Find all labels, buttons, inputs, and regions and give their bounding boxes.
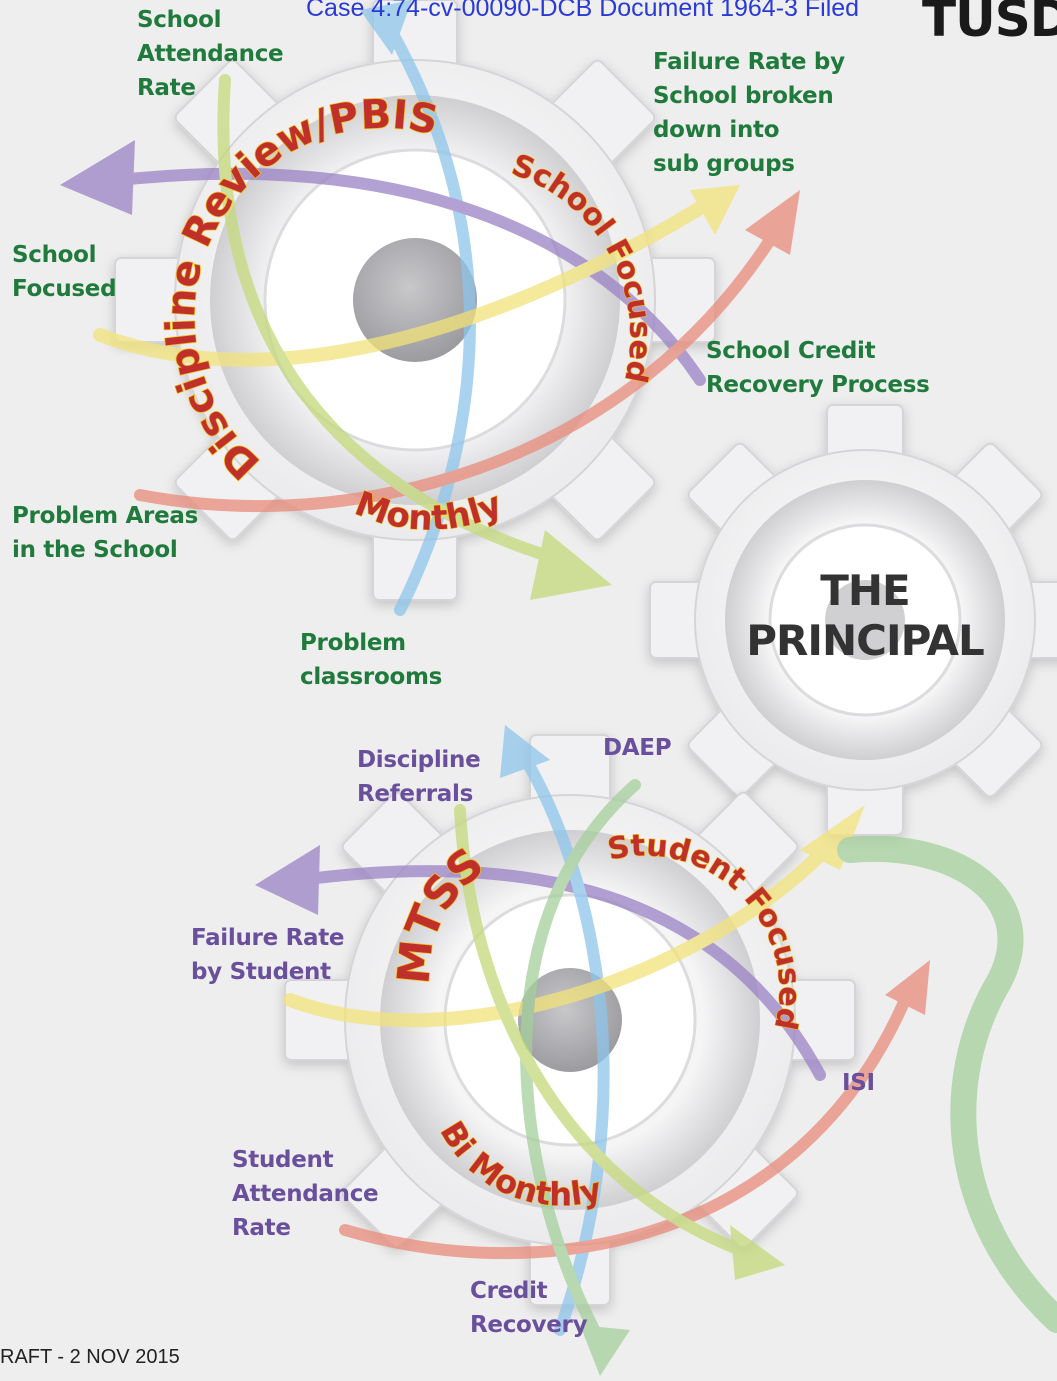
arrow-blue-bottom: [514, 744, 610, 1336]
label-daep: DAEP: [603, 735, 672, 761]
label-discipline-referrals: Discipline Referrals: [357, 747, 481, 807]
label-student-attendance-rate: Student Attendance Rate: [232, 1147, 379, 1241]
label-credit-recovery: Credit Recovery: [470, 1278, 588, 1338]
arrow-yellow-bottom: [283, 838, 837, 1028]
arrow-purple-bottom: [294, 864, 826, 1081]
arrow-yellow-bottom-head: [800, 805, 865, 870]
arrow-red-top: [134, 234, 776, 513]
arrow-blue-top: [379, 14, 476, 616]
arrow-purple-top-head: [60, 140, 135, 215]
arrow-lime-top: [217, 74, 566, 566]
case-header: Case 4:74-cv-00090-DCB Document 1964-3 F…: [306, 0, 860, 22]
arrow-lime-top-head: [530, 530, 612, 600]
arrow-lime-bottom: [454, 804, 746, 1256]
arrow-red-bottom: [339, 994, 911, 1260]
arrow-purple-top: [114, 167, 706, 386]
label-school-focused: School Focused: [12, 242, 117, 302]
arrow-yellow-top: [93, 198, 712, 367]
arrow-blue-bottom-head: [500, 725, 550, 778]
principal-gear: [649, 404, 1057, 836]
arrow-green-bottom-head: [580, 1325, 630, 1376]
top-gear-arrows: [60, 0, 800, 616]
arrow-purple-bottom-head: [255, 845, 320, 915]
label-problem-classrooms: Problem classrooms: [300, 630, 443, 690]
org-logo-text: TUSD: [922, 0, 1057, 48]
principal-label: THE PRINCIPAL: [735, 566, 995, 666]
arrow-red-top-head: [745, 190, 800, 255]
arrow-red-bottom-head: [885, 960, 930, 1015]
arrow-blue-top-head: [360, 0, 412, 55]
label-failure-rate-by-school: Failure Rate by School broken down into …: [653, 49, 845, 177]
arrow-green-big: [837, 835, 1057, 1333]
label-problem-areas: Problem Areas in the School: [12, 503, 198, 563]
label-failure-rate-by-student: Failure Rate by Student: [191, 925, 345, 985]
label-school-credit-recovery: School Credit Recovery Process: [706, 338, 930, 398]
label-isi: ISI: [842, 1070, 875, 1096]
principal-line-1: THE: [820, 566, 911, 615]
arrow-lime-bottom-head: [730, 1225, 785, 1280]
draft-footer: RAFT - 2 NOV 2015: [0, 1346, 180, 1368]
principal-line-2: PRINCIPAL: [746, 616, 985, 665]
label-school-attendance-rate: School Attendance Rate: [137, 7, 284, 101]
arrow-yellow-top-head: [690, 185, 740, 235]
bottom-gear-arrows: [255, 725, 1057, 1376]
